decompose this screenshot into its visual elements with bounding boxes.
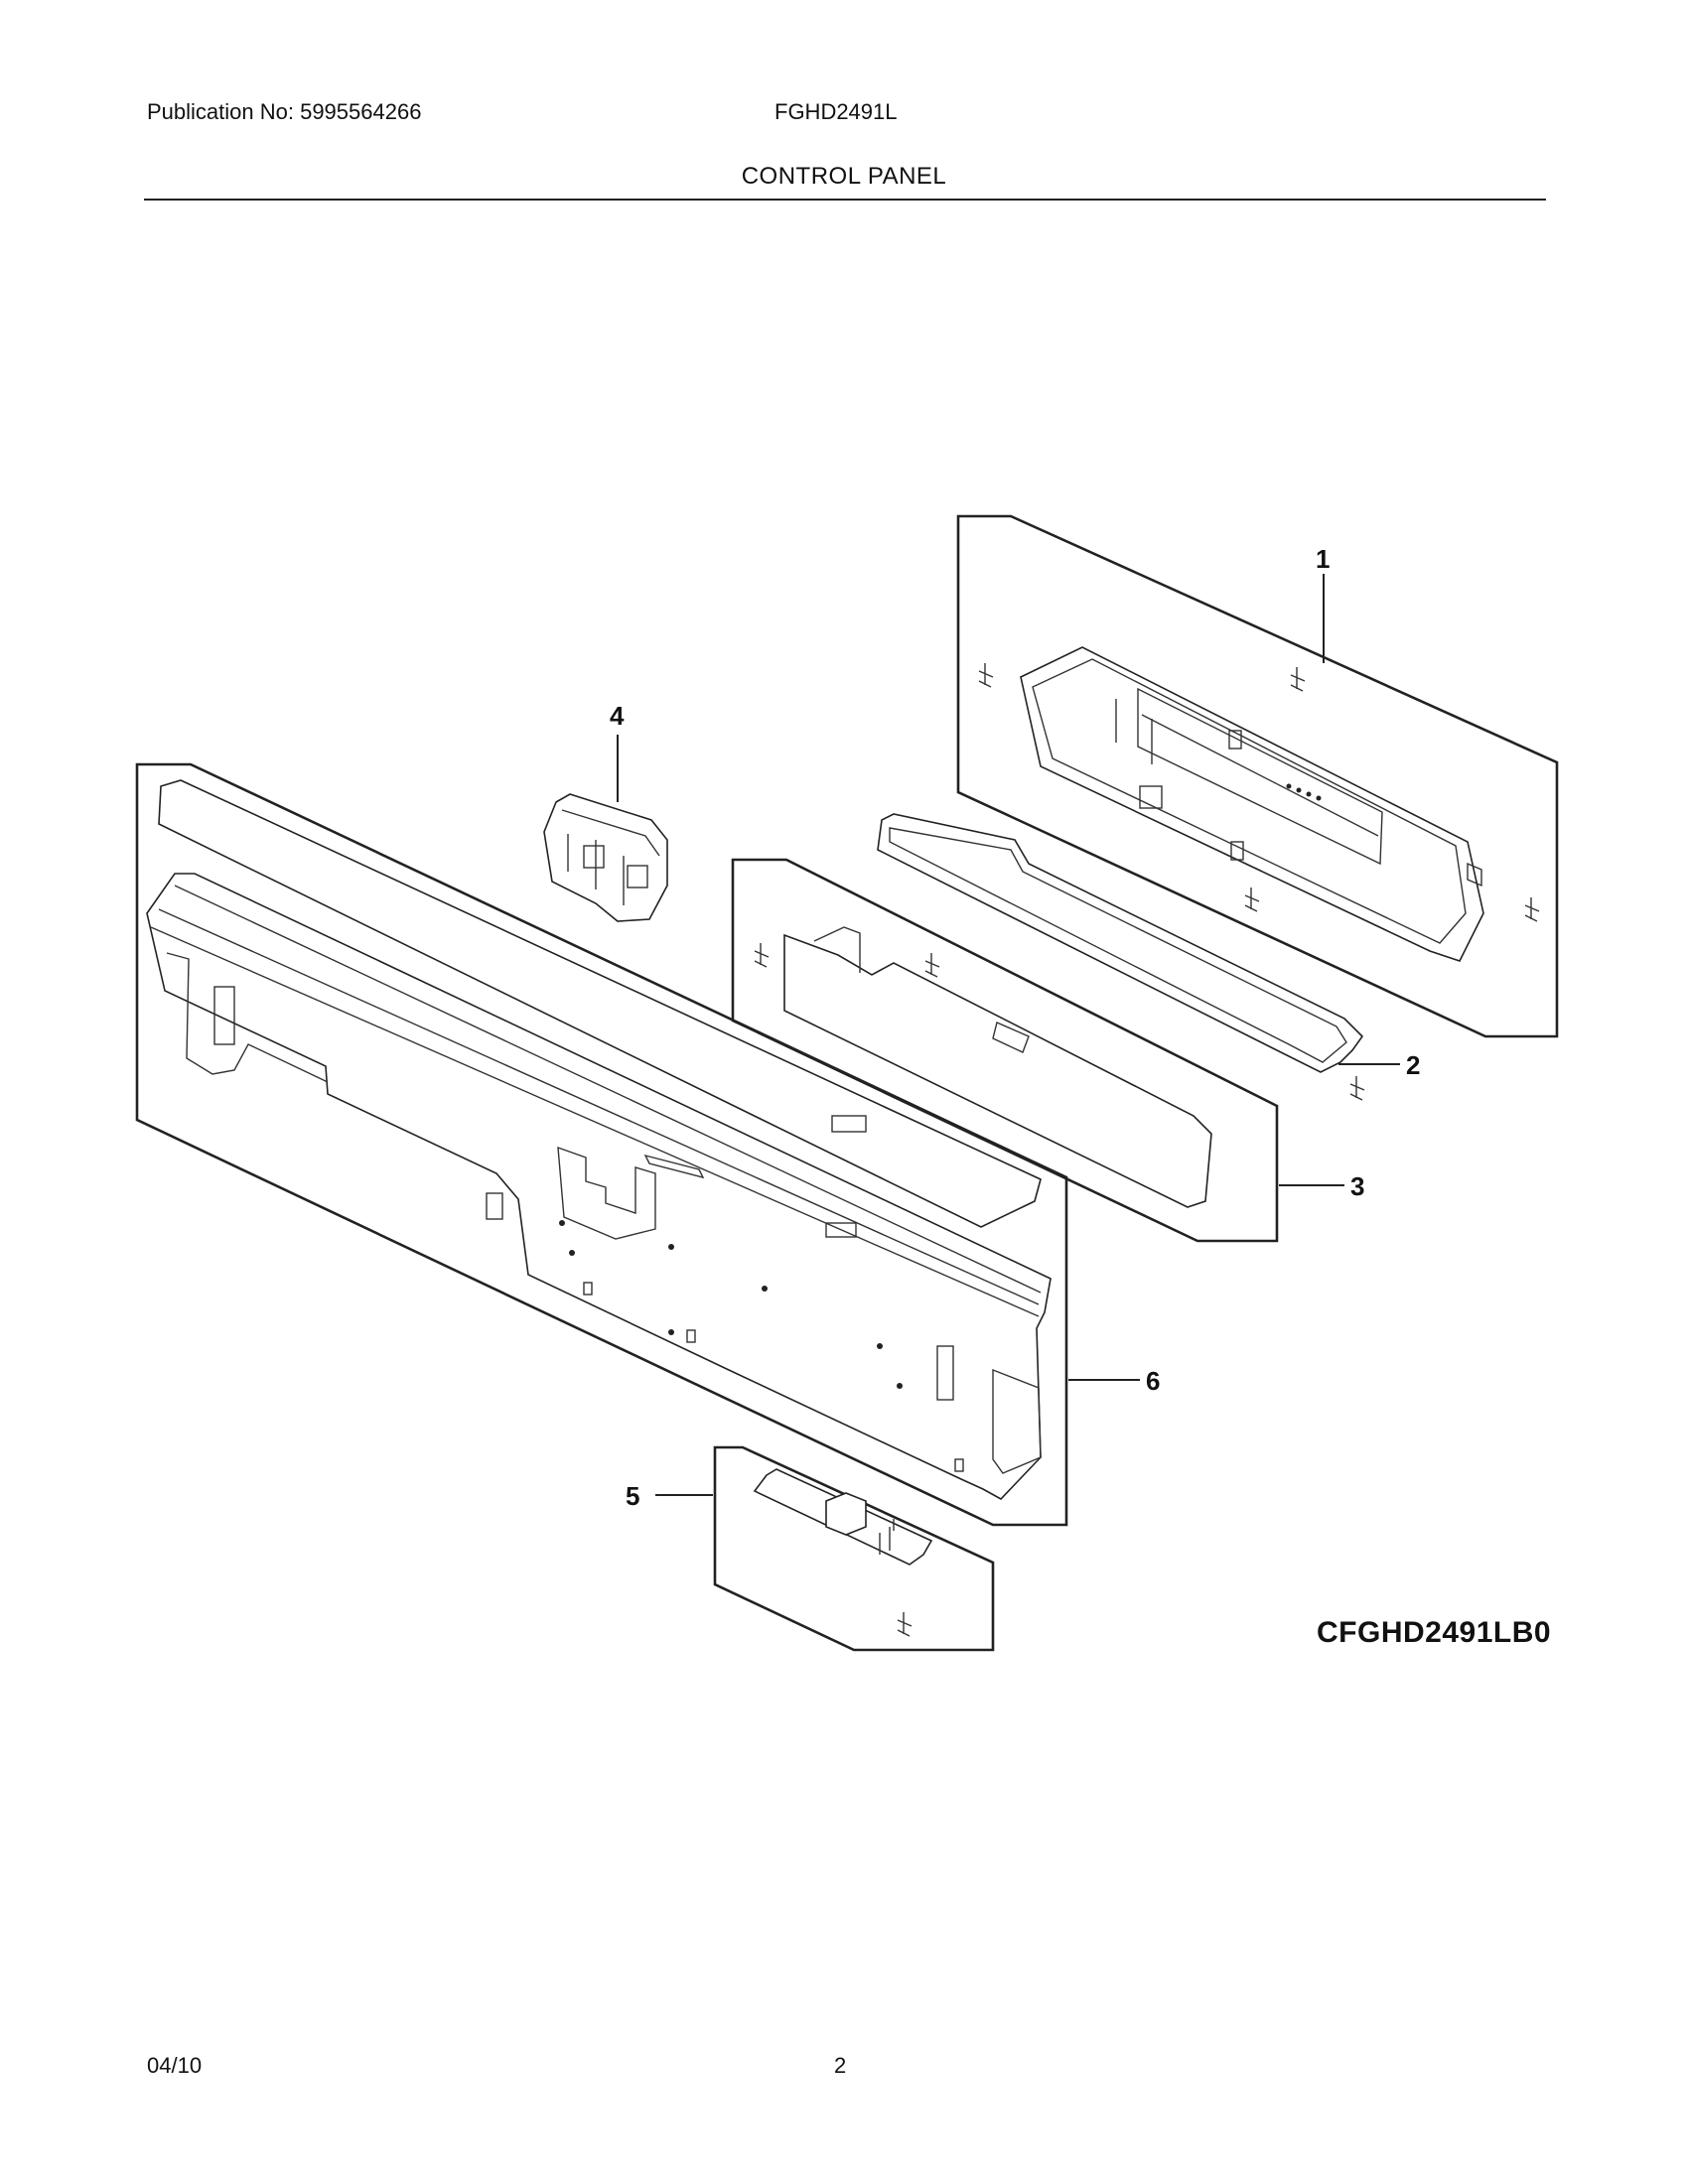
revision-date: 04/10 <box>147 2053 203 2078</box>
part-3-control-board <box>783 933 1212 1208</box>
part-5-relay <box>825 1492 867 1536</box>
part-6-group: 6 <box>135 762 1160 1527</box>
callout-6: 6 <box>1146 1366 1160 1396</box>
part-6-overlay <box>158 779 1042 1228</box>
callout-3: 3 <box>1350 1171 1364 1201</box>
model-number: FGHD2491L <box>774 99 898 124</box>
part-2-group: 2 <box>877 813 1420 1080</box>
callout-2: 2 <box>1406 1050 1420 1080</box>
callout-5: 5 <box>626 1481 639 1511</box>
publication-number: Publication No: 5995564266 <box>147 99 422 124</box>
part-6-console <box>146 873 1052 1500</box>
section-title: CONTROL PANEL <box>741 163 947 190</box>
part-4-group: 4 <box>543 701 668 922</box>
part-5-boundary <box>713 1445 995 1652</box>
part-2-gasket <box>877 813 1364 1073</box>
diagram-code: CFGHD2491LB0 <box>1317 1616 1552 1649</box>
part-4-switch <box>543 793 668 922</box>
part-5-group: 5 <box>626 1445 995 1652</box>
header-rule <box>144 199 1546 201</box>
callout-1: 1 <box>1316 544 1330 574</box>
part-6-boundary <box>135 762 1068 1527</box>
page-number: 2 <box>834 2053 847 2078</box>
part-1-housing <box>1020 646 1484 962</box>
part-1-group: 1 <box>956 514 1559 1038</box>
part-1-boundary <box>956 514 1559 1038</box>
callout-4: 4 <box>610 701 625 731</box>
